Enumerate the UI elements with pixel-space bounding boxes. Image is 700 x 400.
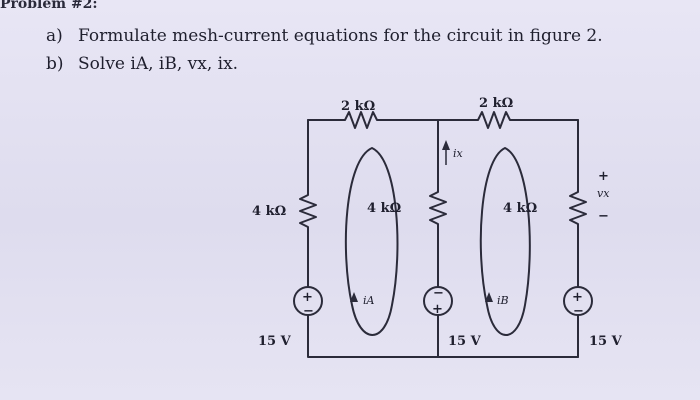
top-wire: [307, 111, 579, 129]
label-mesh-a: iA: [363, 294, 375, 307]
src-mid-minus: −: [433, 286, 444, 301]
src-mid-plus: +: [432, 302, 443, 317]
question-b: b) Solve iA, iB, vx, ix.: [46, 54, 238, 74]
problem-title: Problem #2:: [0, 0, 98, 10]
label-src-right: 15 V: [589, 334, 623, 349]
left-voltage-source: [293, 286, 323, 316]
right-voltage-source: [563, 286, 593, 316]
label-vx-plus: +: [598, 169, 609, 184]
src-left-minus: −: [303, 304, 314, 319]
question-a-label: a): [46, 26, 63, 46]
label-r-top-left: 2 kΩ: [341, 99, 375, 114]
middle-wire: [429, 119, 447, 288]
question-b-text: Solve iA, iB, vx, ix.: [78, 54, 239, 74]
right-wire: [569, 119, 587, 288]
label-r-mid-left: 4 kΩ: [367, 201, 401, 216]
question-a: a) Formulate mesh-current equations for t…: [46, 26, 603, 46]
ix-arrow-icon: [442, 140, 450, 150]
label-ix: ix: [453, 147, 464, 160]
src-right-minus: −: [573, 304, 584, 319]
src-left-plus: +: [302, 290, 313, 305]
label-r-top-right: 2 kΩ: [479, 96, 513, 111]
label-src-mid: 15 V: [448, 334, 482, 349]
label-mesh-b: iB: [497, 294, 509, 307]
label-vx: vx: [597, 187, 610, 200]
mesh-a-arrow-icon: [350, 292, 358, 302]
src-right-plus: +: [572, 290, 583, 305]
mesh-b-arrow-icon: [485, 292, 493, 302]
mesh-b-loop: [479, 147, 531, 336]
mesh-a-loop: [344, 147, 399, 336]
label-vx-minus: −: [598, 209, 609, 224]
left-wire: [299, 119, 317, 288]
question-a-text: Formulate mesh-current equations for the…: [78, 26, 603, 46]
label-src-left: 15 V: [258, 334, 292, 349]
label-r-left: 4 kΩ: [252, 204, 286, 219]
label-r-mid-right: 4 kΩ: [503, 201, 537, 216]
question-b-label: b): [46, 54, 64, 74]
middle-voltage-source: [423, 286, 453, 316]
